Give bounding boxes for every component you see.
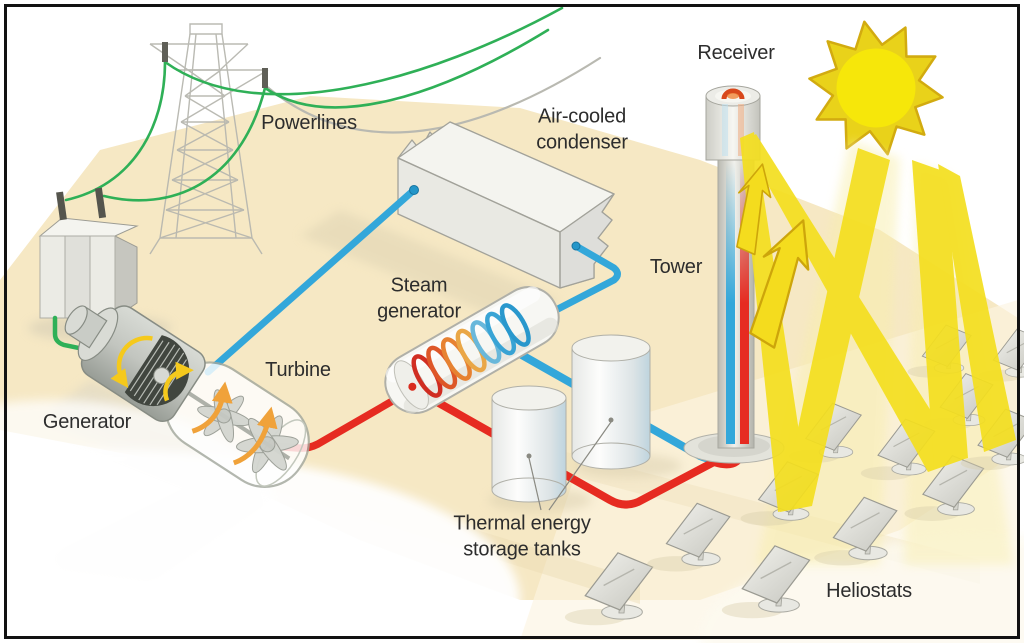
rotation-arrow bbox=[163, 361, 194, 402]
turbine bbox=[164, 361, 310, 488]
storage-tank-left bbox=[491, 385, 567, 503]
tank-leader-lines bbox=[528, 421, 612, 511]
label-steam-generator: Steam generator bbox=[377, 274, 461, 322]
condenser-outlet-port bbox=[571, 241, 581, 251]
receiver bbox=[705, 85, 761, 161]
label-tower: Tower bbox=[649, 256, 703, 279]
condenser-inlet-port bbox=[409, 185, 419, 195]
label-receiver: Receiver bbox=[697, 42, 775, 65]
powerlines-wires bbox=[64, 6, 602, 202]
steam-generator bbox=[384, 286, 560, 414]
heat-exchanger-coil bbox=[411, 303, 531, 398]
rotation-arrow bbox=[110, 335, 153, 389]
air-cooled-condenser bbox=[397, 121, 615, 289]
hot-salt-downcomer bbox=[740, 162, 749, 444]
storage-tank-right bbox=[571, 334, 651, 470]
steam-flow-arrow bbox=[232, 406, 278, 466]
turbine-generator-assembly bbox=[64, 305, 310, 488]
turbine-to-condenser-pipe bbox=[204, 186, 418, 376]
label-generator: Generator bbox=[42, 411, 132, 434]
cold-salt-riser bbox=[726, 162, 735, 444]
condenser-to-steam-generator-pipe bbox=[552, 242, 621, 314]
receiver-aperture bbox=[721, 88, 745, 100]
steam-flow-arrow bbox=[191, 381, 233, 434]
receiver-flux-arrows bbox=[736, 163, 810, 349]
generator-to-transformer-wire bbox=[52, 315, 145, 364]
transmission-tower bbox=[149, 23, 269, 255]
sun bbox=[808, 20, 944, 156]
label-powerlines: Powerlines bbox=[261, 112, 357, 135]
generator bbox=[64, 305, 206, 422]
label-turbine: Turbine bbox=[265, 359, 331, 382]
label-heliostats: Heliostats bbox=[826, 580, 912, 603]
label-thermal-storage: Thermal energy storage tanks bbox=[453, 512, 591, 560]
label-air-cooled-condenser: Air-cooled condenser bbox=[536, 105, 628, 153]
